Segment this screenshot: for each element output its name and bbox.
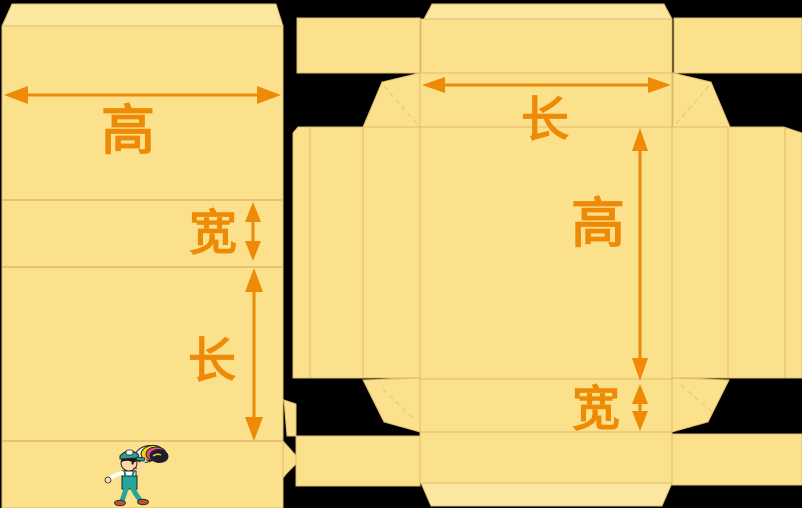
right-width-label: 宽 xyxy=(571,383,621,436)
bottom-right-corner-flap xyxy=(671,377,730,433)
bottom-left-corner-flap xyxy=(362,377,421,433)
left-length-arrow xyxy=(245,268,263,441)
top-right-corner-flap xyxy=(672,72,731,128)
left-net xyxy=(1,3,301,508)
left-net-bottom-tab xyxy=(282,439,301,480)
left-height-arrow xyxy=(4,86,281,104)
bottom-right-wing xyxy=(671,433,802,486)
right-net xyxy=(283,3,802,507)
right-length-arrow xyxy=(422,77,671,93)
bottom-left-wing xyxy=(295,435,421,487)
right-net-main-panel xyxy=(419,72,673,433)
top-left-corner-flap xyxy=(362,72,421,128)
bottom-left-glue-tab xyxy=(283,399,297,437)
color-swatch-fan xyxy=(134,444,169,464)
bottom-right-corner-dash xyxy=(680,384,715,415)
right-height-arrow xyxy=(632,128,648,381)
bottom-lid xyxy=(419,431,673,484)
bottom-tuck-flap xyxy=(420,482,673,507)
bottom-left-corner-dash xyxy=(382,388,415,420)
left-net-top-flap xyxy=(1,3,284,27)
mascot-printer-boy xyxy=(104,444,169,507)
top-right-wing xyxy=(673,17,802,74)
left-length-label: 长 xyxy=(187,335,237,388)
right-width-arrow xyxy=(632,384,648,431)
left-width-arrow xyxy=(245,202,261,261)
right-height-label: 高 xyxy=(571,194,625,254)
right-length-label: 长 xyxy=(520,94,570,147)
left-height-label: 高 xyxy=(101,101,155,161)
top-tuck-flap xyxy=(423,3,673,20)
top-lid xyxy=(420,18,673,74)
left-width-label: 宽 xyxy=(188,207,238,260)
top-left-wing xyxy=(296,17,421,74)
